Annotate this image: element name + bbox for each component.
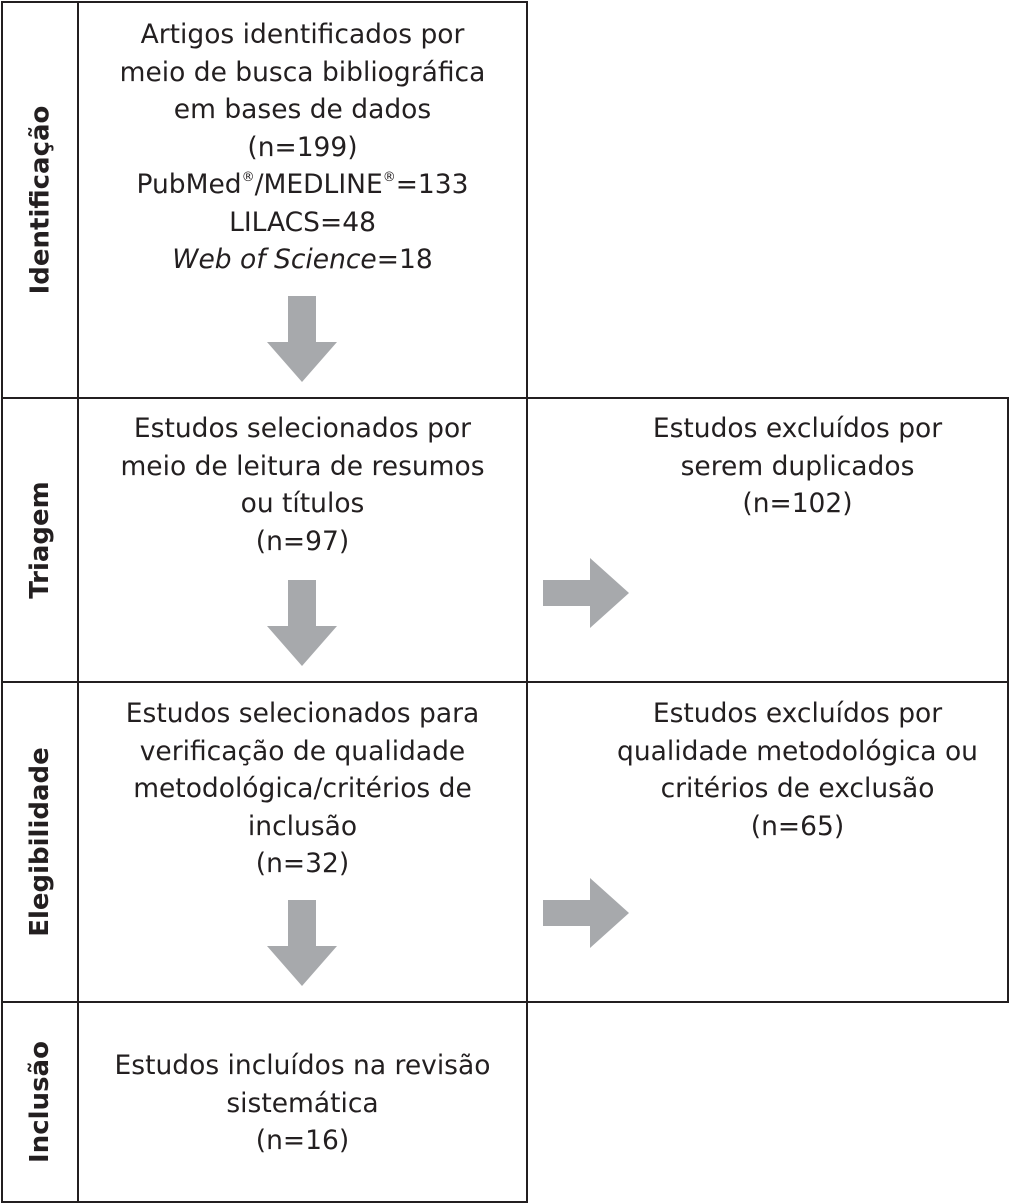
identification-line: em bases de dados: [173, 94, 432, 125]
eligibility-text: Estudos selecionados para verificação de…: [79, 695, 526, 883]
screening-line: Estudos selecionados por: [133, 413, 472, 444]
screening-line: meio de leitura de resumos: [120, 450, 485, 482]
eligibility-line: Estudos selecionados para: [125, 698, 480, 729]
stage-inclusao-text: Inclusão: [25, 1041, 55, 1163]
arrow-right-screening-to-excluded: [543, 558, 629, 628]
stage-identificacao-text: Identificação: [25, 105, 56, 295]
eligibility-excluded-text: Estudos excluídos por qualidade metodoló…: [588, 695, 1007, 845]
eligibility-excluded-line: Estudos excluídos por: [652, 698, 943, 729]
registered-mark: ®: [241, 170, 255, 185]
screening-excluded-text: Estudos excluídos por serem duplicados (…: [588, 410, 1007, 523]
eligibility-line: verificação de qualidade: [139, 735, 466, 767]
medline-name: MEDLINE: [263, 169, 383, 200]
identification-count: (n=199): [247, 131, 358, 163]
stage-elegibilidade-text: Elegibilidade: [25, 747, 55, 937]
included-count: (n=16): [255, 1125, 350, 1156]
lilacs-line: LILACS=48: [229, 206, 376, 238]
registered-mark: ®: [382, 170, 396, 185]
identification-line: meio de busca bibliográfica: [119, 56, 486, 88]
identification-line: Artigos identificados por: [140, 19, 465, 50]
eligibility-line: metodológica/critérios de: [133, 773, 472, 804]
screening-excluded-count: (n=102): [742, 488, 853, 519]
included-line: Estudos incluídos na revisão: [114, 1050, 491, 1081]
wos-name: Web of Science: [172, 244, 377, 275]
stage-label-identificacao: Identificação: [1, 1, 79, 399]
stage-label-triagem: Triagem: [1, 397, 79, 683]
eligibility-excluded-box: Estudos excluídos por qualidade metodoló…: [526, 681, 1009, 1003]
slash-separator: /: [254, 169, 264, 200]
pubmed-name: PubMed: [136, 169, 242, 200]
arrow-down-eligibility-to-included: [267, 900, 337, 986]
wos-value: =18: [376, 244, 433, 275]
pubmed-medline-line: PubMed®/MEDLINE®=133: [79, 166, 526, 204]
identification-text: Artigos identificados por meio de busca …: [79, 16, 526, 279]
arrow-right-eligibility-to-excluded: [543, 878, 629, 948]
screening-line: ou títulos: [240, 488, 365, 519]
stage-label-elegibilidade: Elegibilidade: [1, 681, 79, 1003]
eligibility-excluded-line: critérios de exclusão: [660, 773, 935, 804]
screening-text: Estudos selecionados por meio de leitura…: [79, 410, 526, 560]
stage-label-inclusao: Inclusão: [1, 1001, 79, 1203]
stage-triagem-text: Triagem: [25, 481, 55, 599]
included-text: Estudos incluídos na revisão sistemática…: [79, 1047, 526, 1160]
medline-value: =133: [395, 169, 469, 200]
eligibility-excluded-count: (n=65): [750, 810, 845, 842]
included-box: Estudos incluídos na revisão sistemática…: [77, 1001, 528, 1203]
arrow-down-screening-to-eligibility: [267, 580, 337, 666]
screening-excluded-line: serem duplicados: [680, 450, 915, 482]
arrow-down-identification-to-screening: [267, 296, 337, 382]
eligibility-count: (n=32): [255, 848, 350, 879]
screening-excluded-line: Estudos excluídos por: [652, 413, 943, 444]
included-line: sistemática: [226, 1087, 379, 1119]
eligibility-excluded-line: qualidade metodológica ou: [617, 735, 978, 767]
screening-excluded-box: Estudos excluídos por serem duplicados (…: [526, 397, 1009, 683]
eligibility-line: inclusão: [247, 810, 358, 842]
wos-line: Web of Science=18: [79, 241, 526, 279]
screening-count: (n=97): [255, 525, 350, 557]
